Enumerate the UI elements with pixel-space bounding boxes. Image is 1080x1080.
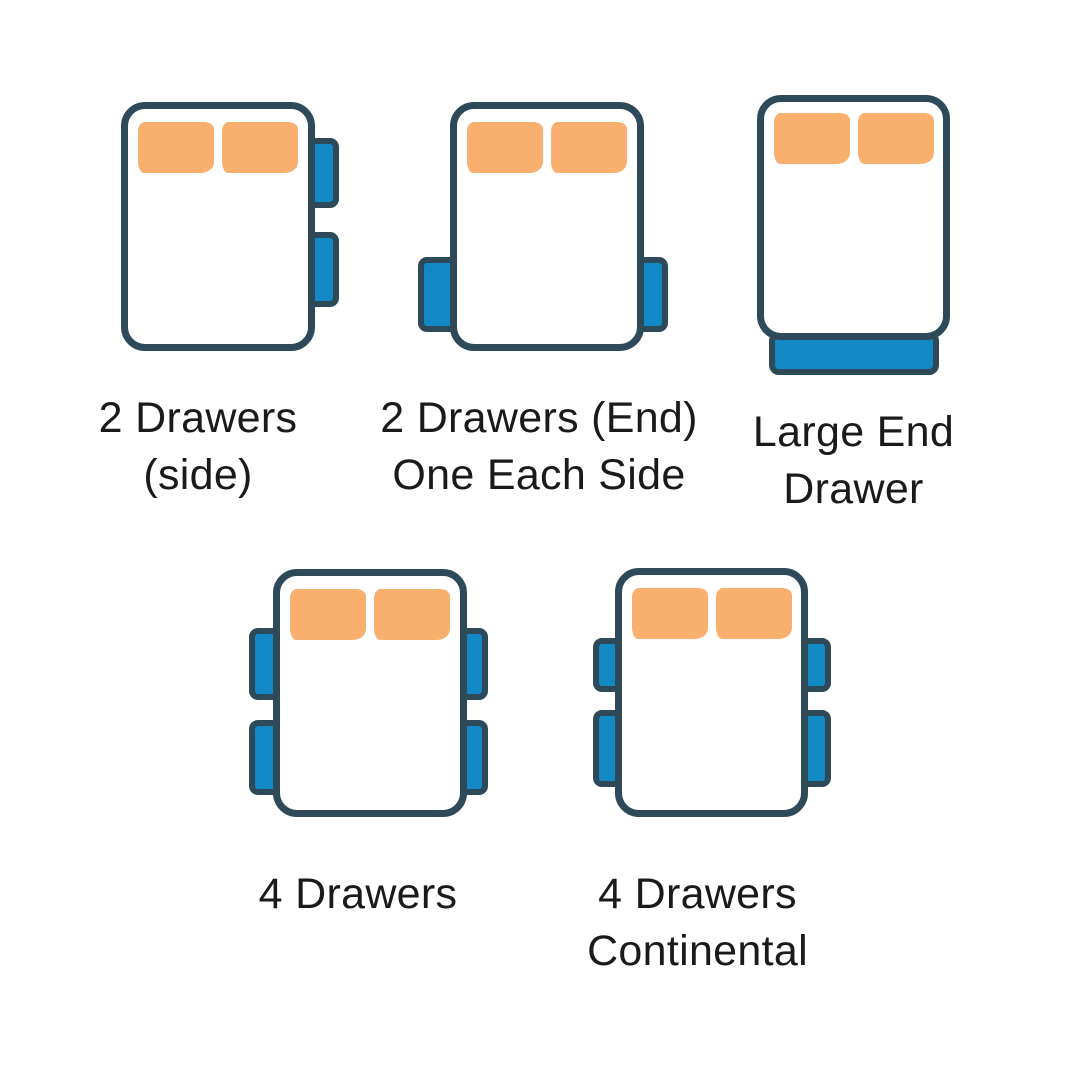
pillow-right-icon bbox=[222, 122, 298, 173]
pillow-left-icon bbox=[138, 122, 214, 173]
label-line-1: 4 Drawers bbox=[598, 870, 797, 918]
bed-option-4-drawers-continental: 4 Drawers Continental bbox=[587, 568, 831, 975]
label-line-2: Drawer bbox=[783, 465, 924, 513]
bed-option-large-end-drawer: Large End Drawer bbox=[753, 95, 954, 513]
bed-icon bbox=[121, 102, 339, 351]
bed-option-4-drawers: 4 Drawers bbox=[249, 569, 488, 918]
label-line-2: One Each Side bbox=[392, 451, 686, 499]
bed-option-2-drawers-end: 2 Drawers (End) One Each Side bbox=[380, 102, 697, 499]
pillow-left-icon bbox=[290, 589, 366, 640]
bed-icon bbox=[593, 568, 831, 817]
pillow-left-icon bbox=[774, 113, 850, 164]
label-line-2: Continental bbox=[587, 927, 808, 975]
bed-icon bbox=[418, 102, 668, 351]
pillow-left-icon bbox=[467, 122, 543, 173]
pillow-right-icon bbox=[716, 588, 792, 639]
label-line-1: Large End bbox=[752, 408, 955, 456]
bed-option-label: Large End Drawer bbox=[753, 404, 954, 518]
pillow-right-icon bbox=[374, 589, 450, 640]
bed-icon bbox=[249, 569, 488, 817]
bed-option-label: 4 Drawers Continental bbox=[587, 866, 808, 980]
bed-option-label: 4 Drawers bbox=[259, 866, 458, 923]
bed-option-label: 2 Drawers (side) bbox=[99, 390, 298, 504]
label-line-1: 2 Drawers bbox=[98, 394, 298, 442]
pillow-left-icon bbox=[632, 588, 708, 639]
bed-option-label: 2 Drawers (End) One Each Side bbox=[380, 390, 698, 504]
bed-option-2-drawers-side: 2 Drawers (side) bbox=[99, 102, 339, 499]
pillow-right-icon bbox=[551, 122, 627, 173]
pillow-right-icon bbox=[858, 113, 934, 164]
label-line-1: 4 Drawers bbox=[258, 870, 458, 918]
label-line-2: (side) bbox=[143, 451, 253, 499]
bed-icon bbox=[757, 95, 950, 375]
label-line-1: 2 Drawers (End) bbox=[380, 394, 698, 442]
